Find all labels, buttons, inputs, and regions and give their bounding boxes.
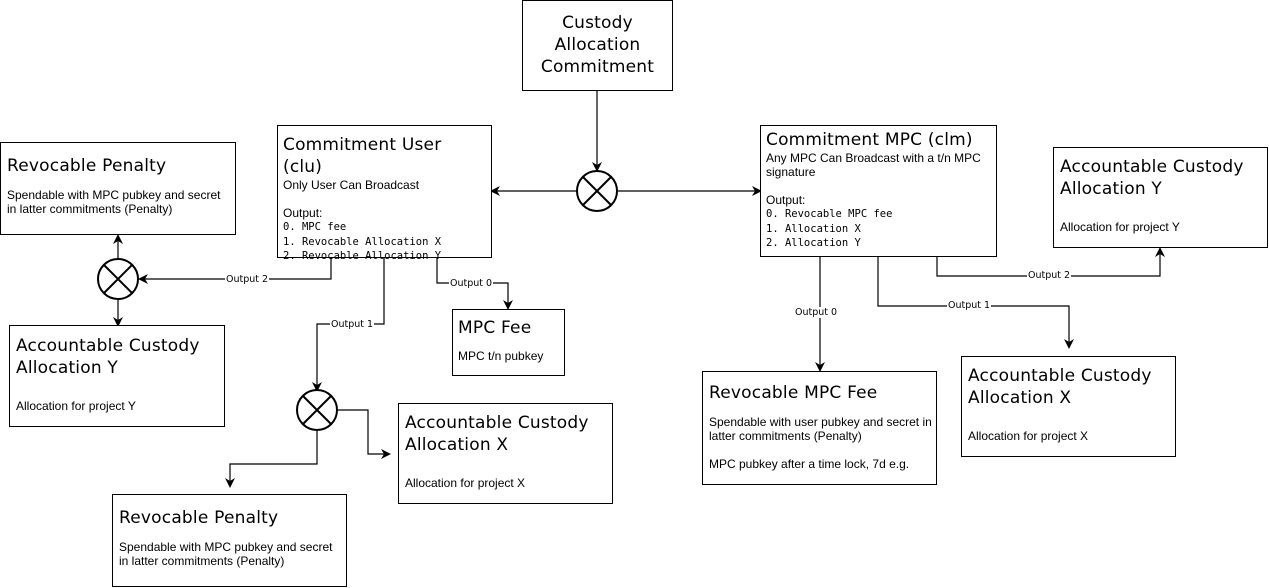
output-item: 1. Revocable Allocation X (283, 235, 442, 248)
edge-label-mpc-output-1: Output 1 (947, 300, 992, 311)
node-accountable-allocation-y-right[interactable]: Accountable Custody Allocation Y Allocat… (1053, 147, 1268, 248)
node-custody-allocation-commitment[interactable]: Custody Allocation Commitment (522, 0, 673, 91)
node-title: Accountable Custody (1060, 157, 1244, 177)
node-title: Accountable Custody (16, 336, 200, 356)
edge-xor-bottom-to-x (338, 409, 391, 459)
node-description: MPC t/n pubkey (458, 349, 544, 363)
junction-xor-top (576, 170, 618, 212)
node-description: Allocation for project Y (1060, 220, 1180, 234)
node-description: Allocation for project Y (16, 399, 136, 413)
output-item: 0. MPC fee (283, 221, 347, 233)
edge-user-output-2 (138, 257, 332, 284)
node-title: Revocable Penalty (119, 508, 279, 528)
node-title: Revocable Penalty (7, 156, 167, 176)
node-description: Allocation for project X (405, 476, 526, 490)
node-description-secondary: MPC pubkey after a time lock, 7d e.g. (709, 457, 910, 471)
node-title: Commitment MPC (clm) (766, 130, 973, 150)
node-subtitle: Only User Can Broadcast (283, 178, 420, 192)
node-description: Allocation for project X (968, 429, 1089, 443)
node-accountable-allocation-x-right[interactable]: Accountable Custody Allocation X Allocat… (961, 356, 1176, 457)
output-item: 2. Revocable Allocation Y (283, 250, 442, 262)
node-title: Allocation Y (1060, 179, 1162, 199)
node-accountable-allocation-y-left[interactable]: Accountable Custody Allocation Y Allocat… (9, 325, 225, 427)
output-item: 0. Revocable MPC fee (766, 208, 893, 220)
node-title: Commitment User (clu) (283, 135, 442, 177)
node-commitment-mpc[interactable]: Commitment MPC (clm) Any MPC Can Broadca… (760, 125, 997, 257)
node-commitment-user[interactable]: Commitment User (clu) Only User Can Broa… (277, 125, 492, 262)
outputs-label: Output: (283, 206, 323, 220)
junction-xor-left (97, 258, 139, 300)
node-description: Spendable with user pubkey and secret in… (709, 415, 932, 443)
node-title: Revocable MPC Fee (709, 383, 878, 403)
node-revocable-mpc-fee[interactable]: Revocable MPC Fee Spendable with user pu… (702, 371, 937, 485)
node-title: Allocation (554, 35, 641, 55)
node-title: Allocation Y (16, 358, 118, 378)
node-title: MPC Fee (458, 318, 532, 338)
edge-label-user-output-0: Output 0 (449, 278, 494, 289)
node-subtitle: Any MPC Can Broadcast with a t/n MPC sig… (766, 151, 981, 179)
node-revocable-penalty-top[interactable]: Revocable Penalty Spendable with MPC pub… (0, 142, 236, 235)
node-title: Commitment (540, 57, 655, 77)
output-item: 2. Allocation Y (766, 237, 861, 249)
edge-xor-bottom-to-penalty (225, 431, 318, 488)
node-description: Spendable with MPC pubkey and secret in … (7, 188, 221, 216)
edge-label-mpc-output-2: Output 2 (1027, 270, 1072, 281)
node-description: Spendable with MPC pubkey and secret in … (119, 540, 333, 568)
junction-xor-bottom (296, 389, 338, 431)
node-title: Accountable Custody (968, 366, 1152, 386)
output-item: 1. Allocation X (766, 222, 861, 235)
node-accountable-allocation-x-left[interactable]: Accountable Custody Allocation X Allocat… (398, 403, 613, 504)
node-revocable-penalty-bottom[interactable]: Revocable Penalty Spendable with MPC pub… (112, 494, 347, 587)
edge-label-user-output-2: Output 2 (225, 274, 270, 285)
node-title: Custody (562, 13, 633, 33)
outputs-label: Output: (766, 193, 806, 207)
edge-label-mpc-output-0: Output 0 (794, 307, 839, 318)
edge-label-user-output-1: Output 1 (330, 319, 375, 330)
node-mpc-fee[interactable]: MPC Fee MPC t/n pubkey (452, 309, 565, 376)
node-title: Accountable Custody (405, 413, 589, 433)
node-title: Allocation X (405, 435, 509, 455)
node-title: Allocation X (968, 388, 1072, 408)
